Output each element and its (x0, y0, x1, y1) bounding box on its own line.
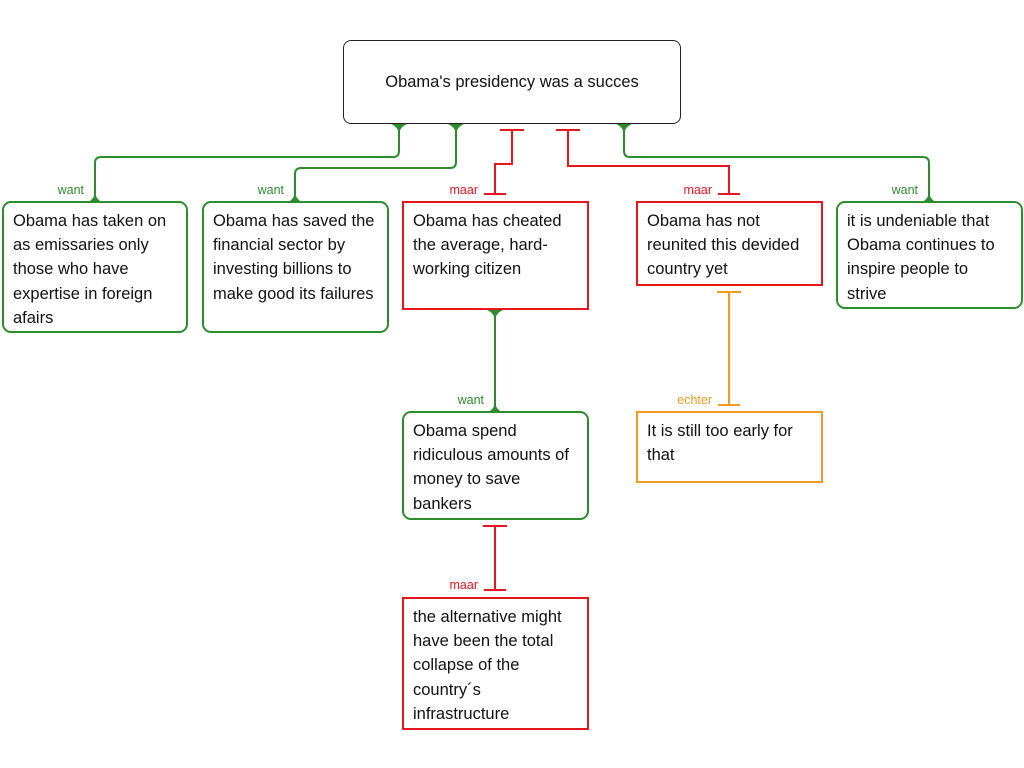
root-claim-box[interactable]: Obama's presidency was a succes (343, 40, 681, 124)
objection-node-n8[interactable]: the alternative might have been the tota… (402, 597, 589, 730)
edge-root-n2-arrowhead (448, 124, 464, 134)
edge-root-n5 (623, 124, 930, 201)
edge-root-n2-foot (288, 193, 302, 202)
argument-text: Obama has cheated the average, hard-work… (413, 212, 562, 279)
edge-root-n2 (294, 124, 457, 201)
edge-root-n1 (94, 124, 400, 201)
edge-root-n5-foot (922, 193, 936, 202)
argument-node-n6[interactable]: Obama spend ridiculous amounts of money … (402, 411, 589, 520)
argument-text: Obama has saved the financial sector by … (213, 212, 375, 303)
edge-root-n5-arrowhead (616, 124, 632, 134)
argument-node-n2[interactable]: Obama has saved the financial sector by … (202, 201, 389, 333)
edge-label-n6: want (457, 393, 484, 407)
root-claim-text: Obama's presidency was a succes (385, 72, 639, 91)
argument-text: Obama spend ridiculous amounts of money … (413, 422, 569, 513)
edge-label-n3: maar (449, 183, 478, 197)
edge-root-n1-arrowhead (391, 124, 407, 134)
edge-n4-n7 (717, 291, 741, 406)
rebuttal-node-n7[interactable]: It is still too early for that (636, 411, 823, 483)
edge-label-n8: maar (449, 578, 478, 592)
argument-text: It is still too early for that (647, 422, 793, 465)
edge-label-n7: echter (677, 393, 712, 407)
argument-node-n5[interactable]: it is undeniable that Obama continues to… (836, 201, 1023, 309)
argument-text: Obama has taken on as emissaries only th… (13, 212, 167, 327)
edge-label-n1: want (57, 183, 84, 197)
argument-text: Obama has not reunited this devided coun… (647, 212, 800, 279)
argument-text: the alternative might have been the tota… (413, 608, 562, 723)
objection-node-n3[interactable]: Obama has cheated the average, hard-work… (402, 201, 589, 310)
edge-root-n1-foot (88, 193, 102, 202)
argument-text: it is undeniable that Obama continues to… (847, 212, 995, 303)
edge-label-n2: want (257, 183, 284, 197)
edge-root-n3 (484, 129, 524, 195)
objection-node-n4[interactable]: Obama has not reunited this devided coun… (636, 201, 823, 286)
argument-node-n1[interactable]: Obama has taken on as emissaries only th… (2, 201, 188, 333)
edge-n3-n6-foot (488, 403, 502, 412)
edge-root-n4 (556, 129, 740, 195)
edge-label-n5: want (891, 183, 918, 197)
edge-label-n4: maar (683, 183, 712, 197)
edge-n3-n6-arrowhead (487, 310, 503, 320)
edge-n6-n8 (483, 525, 507, 591)
